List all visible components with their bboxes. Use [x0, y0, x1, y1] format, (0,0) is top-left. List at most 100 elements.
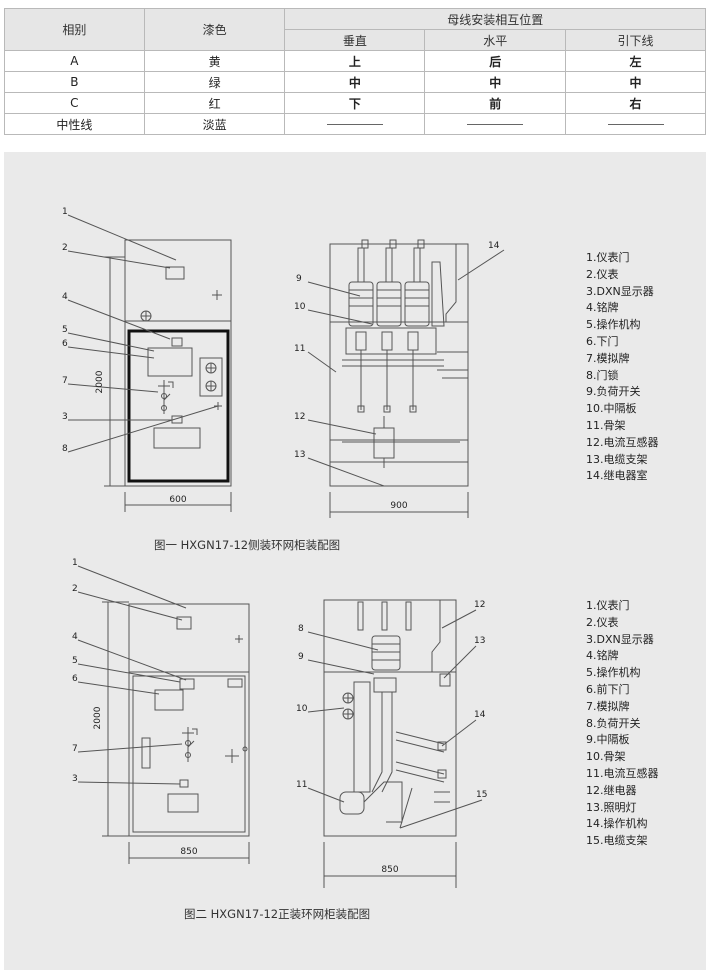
header-paint: 漆色	[143, 8, 286, 51]
callout-number: 10	[294, 302, 306, 312]
cell-vertical: 中	[284, 71, 426, 93]
header-busbar-position: 母线安装相互位置	[284, 8, 706, 30]
cell-down-lead: 中	[565, 71, 706, 93]
legend-item: 9.中隔板	[586, 733, 630, 747]
cell-paint: 黄	[143, 50, 286, 72]
legend-item: 8.门锁	[586, 368, 619, 382]
dim-height-fig1: 2000	[95, 370, 105, 393]
cell-vertical-empty	[284, 113, 426, 135]
legend-item: 12.继电器	[586, 783, 637, 797]
fig2-front-view	[77, 565, 250, 864]
callout-number: 15	[476, 790, 487, 800]
legend-item: 2.仪表	[586, 267, 619, 281]
dim-width-fig1-front: 600	[169, 495, 186, 505]
phase-color-table: 相别 漆色 母线安装相互位置 垂直 水平 引下线 A 黄 上 后 左 B 绿 中…	[4, 8, 706, 135]
legend-item: 3.DXN显示器	[586, 632, 654, 646]
cell-horizontal: 前	[424, 92, 567, 114]
legend-item: 4.铭牌	[586, 649, 619, 663]
header-horizontal: 水平	[424, 29, 567, 51]
fig1-front-view	[67, 214, 232, 512]
cell-down-lead: 左	[565, 50, 706, 72]
legend-item: 3.DXN显示器	[586, 284, 654, 298]
legend-item: 9.负荷开关	[586, 385, 641, 399]
cell-horizontal-empty	[424, 113, 567, 135]
legend-item: 14.操作机构	[586, 817, 648, 831]
header-vertical: 垂直	[284, 29, 426, 51]
legend-item: 10.中隔板	[586, 402, 637, 416]
figure1-caption: 图一 HXGN17-12侧装环网柜装配图	[154, 538, 341, 552]
callout-number: 8	[62, 444, 68, 454]
callout-number: 8	[298, 624, 304, 634]
callout-number: 9	[298, 652, 304, 662]
figure2-legend: 1.仪表门 2.仪表 3.DXN显示器 4.铭牌 5.操作机构 6.前下门 7.…	[586, 598, 659, 850]
callout-number: 13	[474, 636, 485, 646]
header-down-lead: 引下线	[565, 29, 706, 51]
table-row: A 黄 上 后 左	[4, 50, 706, 72]
callout-number: 2	[72, 584, 78, 594]
drawing-panel: 1 2 4 5 6 7 3 8 9 10 11 12 13 14 1 2 4 5…	[4, 152, 706, 970]
cell-paint: 绿	[143, 71, 286, 93]
cell-paint: 淡蓝	[143, 113, 286, 135]
assembly-drawings: 1 2 4 5 6 7 3 8 9 10 11 12 13 14 1 2 4 5…	[62, 207, 505, 888]
legend-item: 7.模拟牌	[586, 351, 630, 365]
callout-number: 7	[62, 376, 68, 386]
cell-horizontal: 后	[424, 50, 567, 72]
callout-number: 4	[72, 632, 78, 642]
legend-item: 1.仪表门	[586, 599, 630, 612]
callout-number: 6	[62, 339, 68, 349]
dim-height-fig2: 2000	[93, 706, 103, 729]
callout-number: 2	[62, 243, 68, 253]
table-row: B 绿 中 中 中	[4, 71, 706, 93]
table-row: C 红 下 前 右	[4, 92, 706, 114]
legend-item: 11.骨架	[586, 418, 626, 432]
dim-width-fig2-front: 850	[180, 847, 197, 857]
table-row: 中性线 淡蓝	[4, 113, 706, 135]
callout-number: 12	[474, 600, 485, 610]
dim-width-fig2-side: 850	[381, 865, 398, 875]
legend-item: 4.铭牌	[586, 301, 619, 315]
legend-item: 1.仪表门	[586, 251, 630, 264]
callout-number: 14	[474, 710, 486, 720]
cell-phase: A	[4, 50, 145, 72]
callout-number: 9	[296, 274, 302, 284]
callout-number: 3	[62, 412, 68, 422]
legend-item: 12.电流互感器	[586, 435, 659, 449]
callout-number: 5	[62, 325, 68, 335]
cell-down-lead-empty	[565, 113, 706, 135]
legend-item: 6.前下门	[586, 682, 630, 696]
legend-item: 5.操作机构	[586, 318, 641, 332]
callout-number: 13	[294, 450, 305, 460]
cell-down-lead: 右	[565, 92, 706, 114]
fig1-side-view	[307, 239, 505, 518]
figure2-caption: 图二 HXGN17-12正装环网柜装配图	[184, 907, 371, 921]
legend-item: 15.电缆支架	[586, 834, 648, 848]
callout-number: 11	[294, 344, 305, 354]
legend-item: 8.负荷开关	[586, 716, 641, 730]
callout-number: 3	[72, 774, 78, 784]
callout-number: 6	[72, 674, 78, 684]
dim-width-fig1-side: 900	[390, 501, 407, 511]
figure1-legend: 1.仪表门 2.仪表 3.DXN显示器 4.铭牌 5.操作机构 6.下门 7.模…	[586, 250, 659, 485]
callout-number: 11	[296, 780, 307, 790]
cell-phase: 中性线	[4, 113, 145, 135]
legend-item: 14.继电器室	[586, 469, 648, 483]
cell-vertical: 下	[284, 92, 426, 114]
legend-item: 7.模拟牌	[586, 699, 630, 713]
legend-item: 11.电流互感器	[586, 766, 659, 780]
fig2-side-view	[307, 599, 483, 888]
cell-vertical: 上	[284, 50, 426, 72]
callout-number: 12	[294, 412, 305, 422]
legend-item: 13.电缆支架	[586, 452, 648, 466]
callout-number: 14	[488, 241, 500, 251]
callout-number: 1	[62, 207, 68, 217]
legend-item: 2.仪表	[586, 615, 619, 629]
callout-number: 10	[296, 704, 308, 714]
callout-number: 5	[72, 656, 78, 666]
callout-number: 7	[72, 744, 78, 754]
cell-phase: C	[4, 92, 145, 114]
callout-number: 4	[62, 292, 68, 302]
cell-horizontal: 中	[424, 71, 567, 93]
legend-item: 5.操作机构	[586, 666, 641, 680]
callout-number: 1	[72, 558, 78, 568]
legend-item: 6.下门	[586, 334, 619, 348]
